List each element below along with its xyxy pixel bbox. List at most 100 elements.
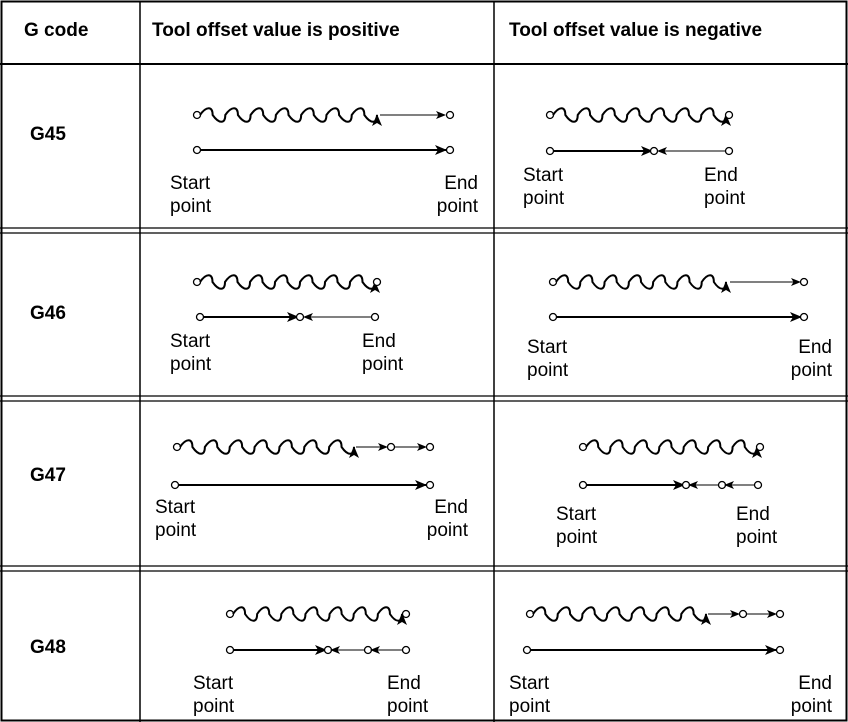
point-marker: [363, 645, 373, 655]
point-word: point: [387, 696, 429, 717]
end-word: End: [736, 504, 770, 525]
point-marker: [724, 146, 734, 156]
point-word: point: [704, 188, 746, 209]
command-path-wavy: [199, 274, 380, 294]
point-marker: [799, 312, 809, 322]
point-word: point: [736, 527, 778, 548]
point-word: point: [523, 188, 565, 209]
point-marker: [799, 277, 809, 287]
end-word: End: [362, 331, 396, 352]
command-path-wavy: [532, 606, 711, 626]
point-marker: [681, 480, 691, 490]
point-marker: [370, 312, 380, 322]
start-word: Start: [170, 331, 211, 352]
command-path-wavy: [199, 107, 382, 127]
point-word: point: [193, 696, 235, 717]
point-word: point: [527, 360, 569, 381]
point-marker: [192, 145, 202, 155]
gcode-g45: G45: [30, 124, 66, 145]
point-marker: [192, 110, 202, 120]
point-marker: [401, 645, 411, 655]
point-word: point: [170, 354, 212, 375]
start-word: Start: [527, 337, 568, 358]
point-word: point: [556, 527, 598, 548]
point-marker: [172, 442, 182, 452]
point-marker: [775, 645, 785, 655]
point-marker: [192, 277, 202, 287]
end-word: End: [444, 173, 478, 194]
point-marker: [295, 312, 305, 322]
point-marker: [170, 480, 180, 490]
end-word: End: [434, 497, 468, 518]
point-marker: [738, 609, 748, 619]
point-marker: [401, 609, 411, 619]
point-marker: [522, 645, 532, 655]
end-word: End: [798, 673, 832, 694]
command-path-wavy: [585, 439, 762, 459]
point-marker: [717, 480, 727, 490]
gcode-g46: G46: [30, 303, 66, 324]
point-marker: [425, 442, 435, 452]
command-path-wavy: [555, 274, 731, 294]
point-marker: [548, 277, 558, 287]
header-gcode: G code: [24, 20, 89, 41]
point-marker: [372, 277, 382, 287]
point-marker: [225, 609, 235, 619]
point-word: point: [790, 360, 832, 381]
point-marker: [195, 312, 205, 322]
gcode-g47: G47: [30, 465, 66, 486]
point-marker: [445, 145, 455, 155]
end-word: End: [704, 165, 738, 186]
point-marker: [445, 110, 455, 120]
point-marker: [775, 609, 785, 619]
gcode-g48: G48: [30, 637, 66, 658]
point-marker: [545, 110, 555, 120]
end-word: End: [387, 673, 421, 694]
point-marker: [425, 480, 435, 490]
point-marker: [578, 480, 588, 490]
command-path-wavy: [552, 107, 731, 127]
point-marker: [578, 442, 588, 452]
point-marker: [225, 645, 235, 655]
point-word: point: [790, 696, 832, 717]
point-marker: [724, 110, 734, 120]
point-marker: [386, 442, 396, 452]
point-marker: [753, 480, 763, 490]
start-word: Start: [155, 497, 196, 518]
command-path-wavy: [232, 606, 407, 626]
point-marker: [525, 609, 535, 619]
start-word: Start: [523, 165, 564, 186]
start-word: Start: [509, 673, 550, 694]
point-word: point: [436, 196, 478, 217]
start-word: Start: [193, 673, 234, 694]
command-path-wavy: [179, 439, 359, 459]
header-negative: Tool offset value is negative: [509, 20, 763, 41]
point-marker: [548, 312, 558, 322]
end-word: End: [798, 337, 832, 358]
point-word: point: [155, 520, 197, 541]
start-word: Start: [556, 504, 597, 525]
point-marker: [755, 442, 765, 452]
point-word: point: [362, 354, 404, 375]
header-positive: Tool offset value is positive: [152, 20, 400, 41]
point-marker: [649, 146, 659, 156]
point-word: point: [170, 196, 212, 217]
start-word: Start: [170, 173, 211, 194]
